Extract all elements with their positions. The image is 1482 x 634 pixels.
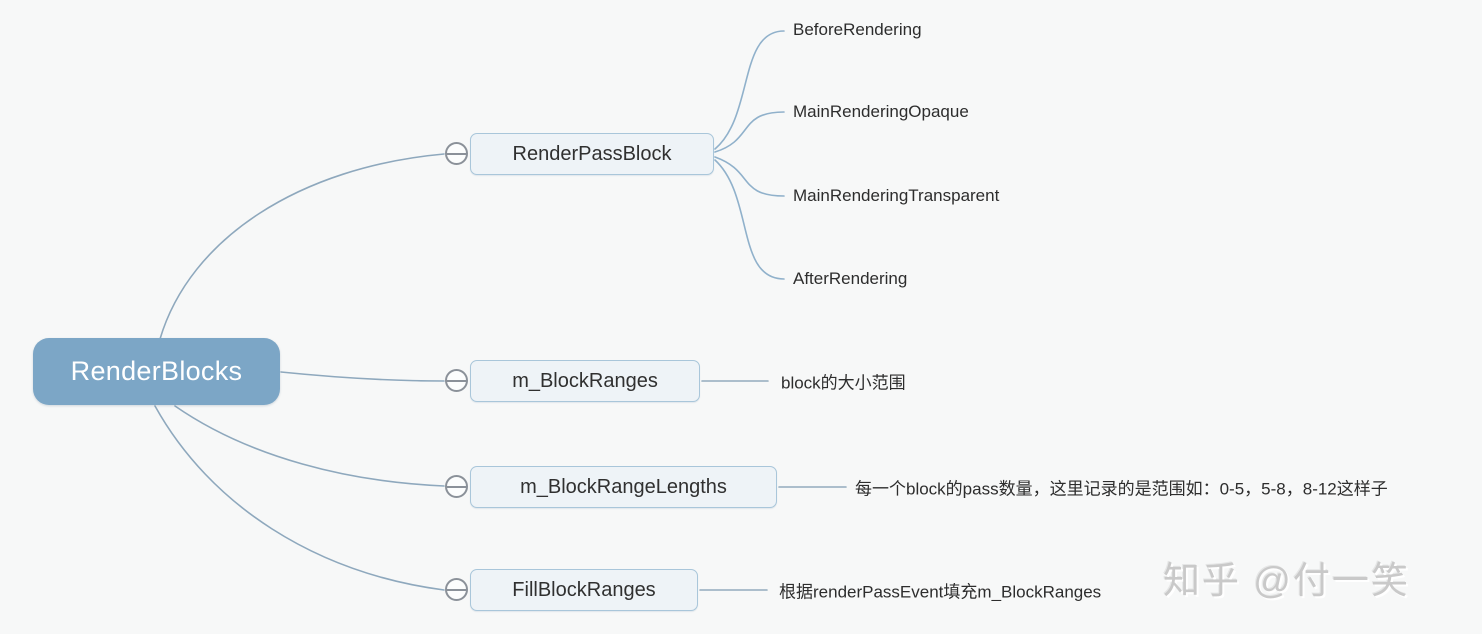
- edge-fan-afterrendering: [714, 159, 785, 280]
- node-mblockranges[interactable]: m_BlockRanges: [470, 360, 700, 402]
- leaf-mblockrangelengths-note[interactable]: 每一个block的pass数量，这里记录的是范围如：0-5，5-8，8-12这样…: [855, 479, 1388, 499]
- edge-fan-beforerendering: [714, 30, 785, 150]
- minus-circle-icon[interactable]: [445, 369, 468, 392]
- minus-circle-icon[interactable]: [445, 142, 468, 165]
- minus-circle-icon[interactable]: [445, 578, 468, 601]
- minus-line: [446, 485, 467, 488]
- node-renderpassblock[interactable]: RenderPassBlock: [470, 133, 714, 175]
- edge-root-to-mblockrangelengths: [174, 405, 445, 487]
- leaf-fillblockranges-note[interactable]: 根据renderPassEvent填充m_BlockRanges: [779, 582, 1102, 602]
- node-fillblockranges[interactable]: FillBlockRanges: [470, 569, 698, 611]
- node-mblockrangelengths[interactable]: m_BlockRangeLengths: [470, 466, 777, 508]
- edge-fan-mainrenderingtransparent: [714, 156, 785, 197]
- minus-circle-icon[interactable]: [445, 475, 468, 498]
- minus-line: [446, 152, 467, 155]
- edge-fan-mainrenderingopaque: [714, 111, 785, 153]
- edge-root-to-mblockranges: [280, 371, 445, 382]
- leaf-mainrenderingopaque[interactable]: MainRenderingOpaque: [793, 102, 969, 121]
- root-node-renderblocks[interactable]: RenderBlocks: [33, 338, 280, 405]
- minus-line: [446, 588, 467, 591]
- leaf-beforerendering[interactable]: BeforeRendering: [793, 20, 922, 39]
- leaf-afterrendering[interactable]: AfterRendering: [793, 269, 908, 288]
- leaf-mblockranges-note[interactable]: block的大小范围: [781, 373, 906, 393]
- minus-line: [446, 379, 467, 382]
- leaf-mainrenderingtransparent[interactable]: MainRenderingTransparent: [793, 186, 1000, 205]
- zhihu-watermark: 知乎 @付一笑: [1163, 560, 1410, 601]
- edge-root-to-fillblockranges: [154, 405, 445, 591]
- edge-root-to-renderpassblock: [159, 153, 445, 340]
